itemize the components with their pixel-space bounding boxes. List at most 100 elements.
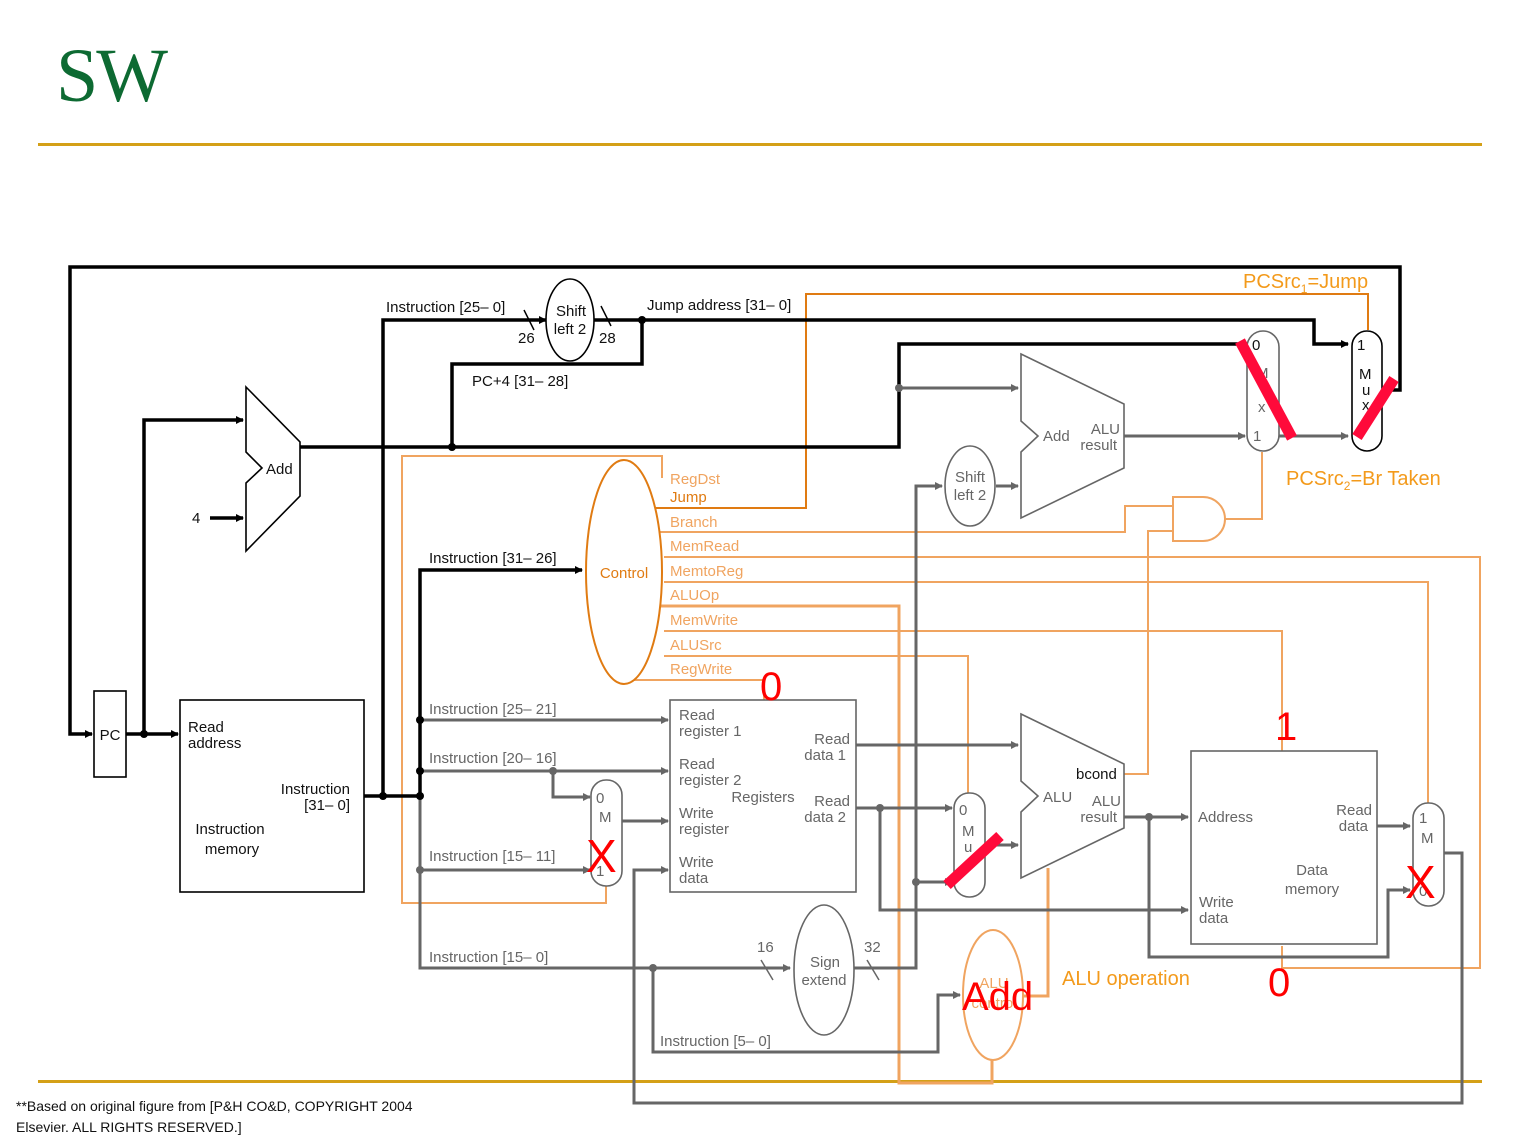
label-instr-25-0: Instruction [25– 0] bbox=[386, 299, 505, 316]
shift-label: left 2 bbox=[954, 487, 987, 504]
mux-input-1: 1 bbox=[596, 863, 604, 880]
wire-rt-to-mux bbox=[551, 771, 591, 801]
junction bbox=[876, 804, 884, 812]
pcsrc1-annotation: PCSrc1=Jump bbox=[1243, 271, 1368, 296]
junction bbox=[1145, 813, 1153, 821]
mux-label: M bbox=[599, 809, 612, 826]
regdst-mux: 0 M 1 bbox=[590, 779, 623, 887]
wire-pc-next bbox=[68, 265, 1402, 738]
wire-memtoreg bbox=[664, 581, 1429, 803]
alu-result: result bbox=[1080, 809, 1118, 826]
signal-regwrite: RegWrite bbox=[670, 661, 732, 678]
wire-jump-addr bbox=[594, 318, 1349, 348]
mux-input-1: 1 bbox=[1419, 810, 1427, 827]
junction bbox=[416, 792, 424, 800]
memtoreg-mux: 1 M 0 bbox=[1412, 802, 1445, 907]
dmem-name: Data bbox=[1296, 862, 1328, 879]
wire-pc-plus-4 bbox=[300, 342, 1247, 449]
reg-port-label: register 1 bbox=[679, 723, 742, 740]
sign-extend-label: extend bbox=[801, 972, 846, 989]
signal-aluop: ALUOp bbox=[670, 587, 719, 604]
label-width-32: 32 bbox=[864, 939, 881, 956]
imem-instruction-label: Instruction bbox=[281, 781, 350, 798]
signal-memtoreg: MemtoReg bbox=[670, 563, 743, 580]
memtoreg-dont-care: X bbox=[1405, 856, 1436, 908]
wire-bcond bbox=[1121, 530, 1173, 775]
reg-port-label: data 1 bbox=[804, 747, 846, 764]
signal-memwrite: MemWrite bbox=[670, 612, 738, 629]
wire-instr-5-0 bbox=[651, 968, 961, 1054]
junction bbox=[549, 767, 557, 775]
dmem-address: Address bbox=[1198, 809, 1253, 826]
label-instr-31-26: Instruction [31– 26] bbox=[429, 550, 557, 567]
mux-label: M bbox=[1359, 366, 1372, 383]
shift-label: Shift bbox=[556, 303, 587, 320]
mux-label: u bbox=[964, 839, 972, 856]
wire-alusrc bbox=[664, 655, 969, 793]
control-unit: Control RegDst Jump Branch MemRead Memto… bbox=[585, 459, 743, 685]
wire-instr-25-0 bbox=[381, 316, 547, 796]
alu-result: ALU bbox=[1092, 793, 1121, 810]
mux-label: x bbox=[1258, 399, 1266, 416]
reg-port-label: data 2 bbox=[804, 809, 846, 826]
shift-label: left 2 bbox=[554, 321, 587, 338]
branch-adder-result: ALU bbox=[1091, 421, 1120, 438]
imem-read-address-label: address bbox=[188, 735, 241, 752]
mux-label: u bbox=[1362, 382, 1370, 399]
wire-signext-out bbox=[854, 482, 943, 970]
junction-dots bbox=[140, 316, 1153, 972]
wire-rd2-to-dmem bbox=[878, 808, 1189, 914]
mux-label: M bbox=[962, 823, 975, 840]
reg-port-label: data bbox=[679, 870, 709, 887]
reg-port-label: Read bbox=[679, 707, 715, 724]
wire-regdst bbox=[401, 455, 663, 904]
const-four: 4 bbox=[192, 510, 200, 527]
alu-operation-annotation: ALU operation bbox=[1062, 968, 1190, 990]
imem-instruction-label: [31– 0] bbox=[304, 797, 350, 814]
wire-branch bbox=[660, 505, 1173, 533]
footnote-line-2: Elsevier. ALL RIGHTS RESERVED.] bbox=[16, 1119, 242, 1135]
signal-memread: MemRead bbox=[670, 538, 739, 555]
junction bbox=[638, 316, 646, 324]
wire-regwrite bbox=[630, 679, 765, 700]
signal-alusrc: ALUSrc bbox=[670, 637, 722, 654]
gray-wires bbox=[418, 384, 1464, 1105]
alu-control-label: control bbox=[971, 995, 1016, 1012]
label-instr-5-0: Instruction [5– 0] bbox=[660, 1033, 771, 1050]
branch-mux-strike bbox=[1235, 338, 1297, 441]
regdst-dont-care: X bbox=[586, 830, 617, 882]
mux-label: M bbox=[1421, 830, 1434, 847]
signal-branch: Branch bbox=[670, 514, 718, 531]
regwrite-value: 0 bbox=[760, 665, 782, 709]
wire-memread bbox=[664, 556, 1481, 969]
label-instr-15-0: Instruction [15– 0] bbox=[429, 949, 548, 966]
mux-input-0: 0 bbox=[1252, 337, 1260, 354]
reg-port-label: Read bbox=[814, 793, 850, 810]
reg-port-label: Write bbox=[679, 805, 714, 822]
wire-writeback bbox=[632, 851, 1464, 1105]
junction bbox=[895, 384, 903, 392]
wire-pc-to-add bbox=[142, 416, 244, 734]
pc-adder-label: Add bbox=[266, 461, 293, 478]
bus-width-tick-32 bbox=[866, 959, 880, 981]
reg-port-label: Write bbox=[679, 854, 714, 871]
copyright-footnote: **Based on original figure from [P&H CO&… bbox=[16, 1096, 496, 1138]
branch-shift-left-2: Shift left 2 bbox=[944, 445, 996, 527]
junction bbox=[379, 792, 387, 800]
title-divider bbox=[38, 143, 1482, 146]
main-alu: ALU bcond ALU result bbox=[1020, 712, 1125, 880]
pcsrc2-annotation: PCSrc2=Br Taken bbox=[1286, 468, 1441, 493]
wire-and-out bbox=[1224, 452, 1263, 520]
bus-width-tick-28 bbox=[600, 305, 612, 327]
control-label: Control bbox=[600, 565, 648, 582]
mux-input-0: 0 bbox=[596, 790, 604, 807]
branch-adder-result: result bbox=[1080, 437, 1118, 454]
alu-control-label: ALU bbox=[979, 975, 1008, 992]
branch-adder: Add ALU result bbox=[1020, 352, 1125, 520]
jump-shift-left-2: Shift left 2 bbox=[545, 278, 595, 362]
junction bbox=[140, 730, 148, 738]
pc-label: PC bbox=[100, 727, 121, 744]
signal-regdst: RegDst bbox=[670, 471, 721, 488]
label-width-26: 26 bbox=[518, 330, 535, 347]
sign-extend-label: Sign bbox=[810, 954, 840, 971]
